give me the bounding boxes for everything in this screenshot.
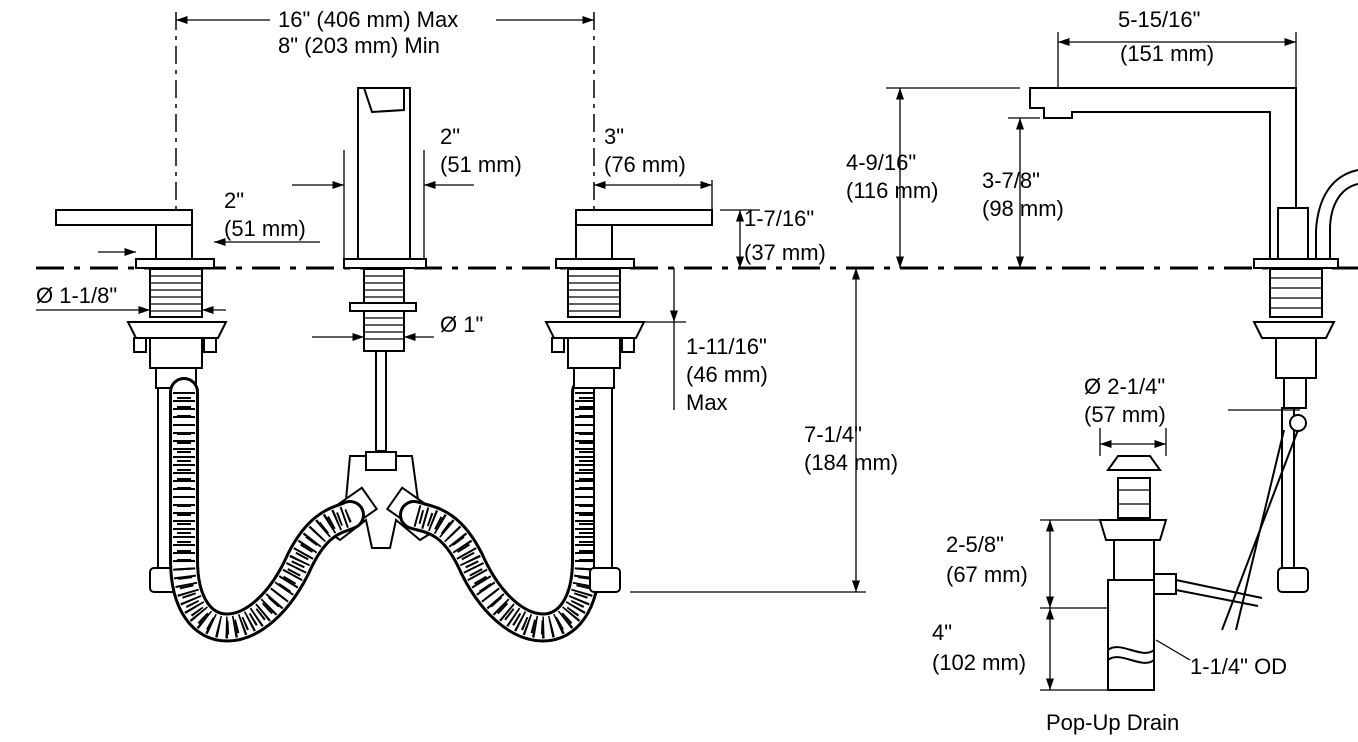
drain-body-in-label: 2-5/8"	[946, 532, 1004, 557]
drain-body-mm-label: (67 mm)	[946, 562, 1028, 587]
handle-base-mm-label: (51 mm)	[224, 216, 306, 241]
tailpiece-od-label: 1-1/4" OD	[1190, 654, 1287, 679]
below-deck-in-label: 7-1/4"	[804, 422, 862, 447]
spout-reach-mm-label: (151 mm)	[1120, 41, 1214, 66]
spread-min-label: 8" (203 mm) Min	[278, 33, 440, 58]
right-handle-valve	[544, 209, 713, 593]
deck-thickness-in-label: 1-11/16"	[686, 334, 767, 359]
spread-max-label: 16" (406 mm) Max	[278, 7, 458, 32]
handle-base-in-label: 2"	[224, 188, 244, 213]
handle-height-in-label: 1-7/16"	[744, 206, 814, 231]
spout-side-view	[1029, 87, 1358, 631]
spout-clearance-mm-label: (98 mm)	[982, 196, 1064, 221]
handle-length-in-label: 3"	[604, 124, 624, 149]
drain-tail-mm-label: (102 mm)	[932, 650, 1026, 675]
drain-dia-mm-label: (57 mm)	[1084, 402, 1166, 427]
spout-reach-in-label: 5-15/16"	[1118, 7, 1200, 32]
center-spout	[343, 87, 427, 452]
left-handle-valve	[55, 209, 228, 593]
drain-tail-in-label: 4"	[932, 620, 952, 645]
dimension-lines	[36, 15, 1297, 691]
below-deck-mm-label: (184 mm)	[804, 450, 898, 475]
deck-thickness-note-label: Max	[686, 390, 728, 415]
spout-clearance-in-label: 3-7/8"	[982, 168, 1040, 193]
drain-dia-in-label: Ø 2-1/4"	[1084, 374, 1165, 399]
spout-width-mm-label: (51 mm)	[440, 152, 522, 177]
pop-up-drain	[1098, 455, 1263, 691]
pop-up-drain-caption: Pop-Up Drain	[1046, 710, 1179, 735]
handle-length-mm-label: (76 mm)	[604, 152, 686, 177]
handle-shank-dia-label: Ø 1-1/8"	[36, 283, 117, 308]
spout-shank-dia-label: Ø 1"	[440, 312, 483, 337]
supply-hoses	[169, 377, 601, 643]
spout-height-in-label: 4-9/16"	[846, 150, 916, 175]
spout-height-mm-label: (116 mm)	[846, 178, 939, 203]
spout-width-in-label: 2"	[440, 124, 460, 149]
handle-height-mm-label: (37 mm)	[744, 240, 826, 265]
deck-thickness-mm-label: (46 mm)	[686, 362, 768, 387]
